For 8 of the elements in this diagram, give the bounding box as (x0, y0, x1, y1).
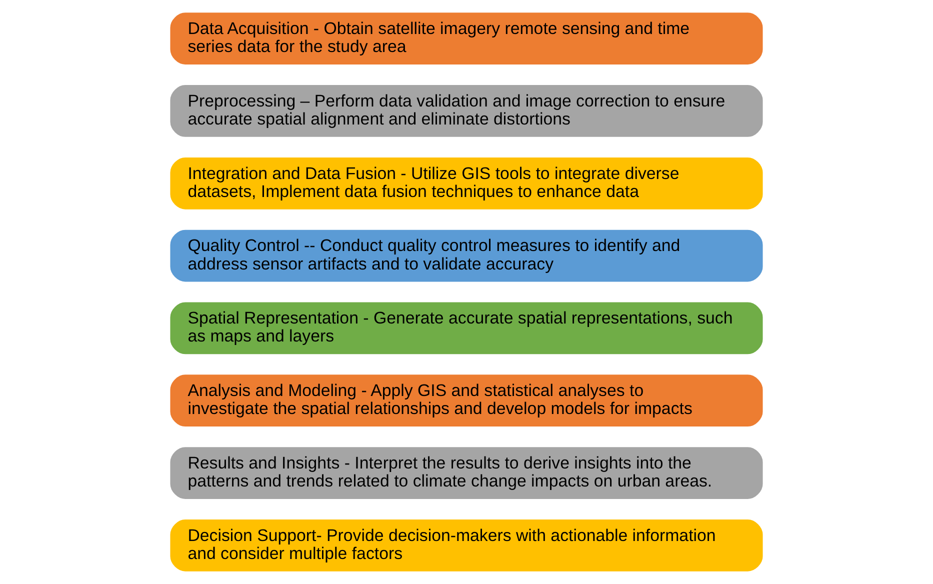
node-box: Analysis and Modeling - Apply GIS and statistical analyses to investigate the spatial relationships and develop models for impacts (170, 374, 763, 427)
node-box: Preprocessing – Perform data validation and image correction to ensure accurate spatial alignment and eliminate distortions (170, 85, 763, 137)
node-box: Results and Insights - Interpret the results to derive insights into the patterns and trends related to climate change impacts on urban areas. (170, 447, 763, 499)
node-box: Decision Support- Provide decision-makers with actionable information and consider multiple factors (170, 519, 763, 572)
node-box: Integration and Data Fusion - Utilize GIS tools to integrate diverse datasets, Implement data fusion techniques to enhance data (170, 157, 763, 210)
node-box: Spatial Representation - Generate accurate spatial representations, such as maps and layers (170, 302, 763, 354)
node-box: Data Acquisition - Obtain satellite imagery remote sensing and time series data for the study area (170, 12, 763, 65)
node-box: Quality Control -- Conduct quality control measures to identify and address sensor artifacts and to validate accuracy (170, 230, 763, 282)
